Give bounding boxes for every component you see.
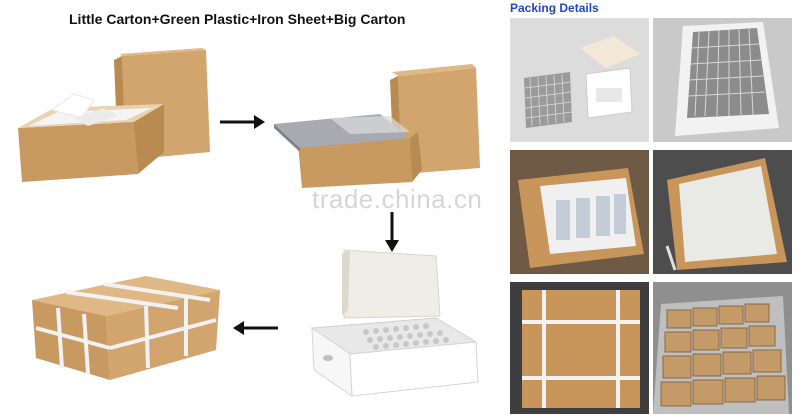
photo-vial-tray-in-box [653,18,792,142]
photo-strapped-carton [510,282,649,414]
arrow-left-icon [232,318,280,338]
packing-details-title: Packing Details [510,1,599,15]
step-little-carton-open [306,246,486,406]
step-iron-sheet [270,62,490,192]
arrow-down-icon [382,210,402,254]
step-big-carton-strapped [26,268,226,388]
arrow-right-icon [218,112,266,132]
photo-vials-and-little-carton [510,18,649,142]
step-little-and-big-carton [14,48,214,188]
photo-cartons-stacked [653,282,792,414]
process-title: Little Carton+Green Plastic+Iron Sheet+B… [69,11,406,27]
photo-trays-in-carton [510,150,649,274]
photo-iron-sheet-over-carton [653,150,792,274]
watermark-text: trade.china.cn [312,184,483,214]
